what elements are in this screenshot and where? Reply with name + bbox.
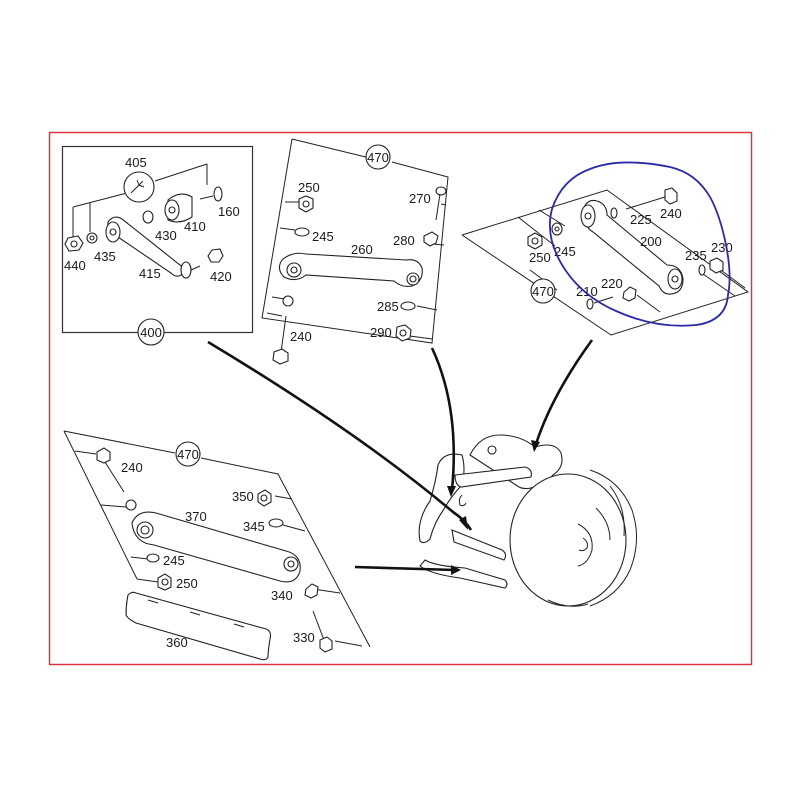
callout-470-right-label: 470: [532, 284, 554, 299]
part-240-bolt-r: [625, 187, 678, 210]
highlight-circle: [549, 161, 731, 327]
part-410-bushing: [164, 193, 193, 223]
label-245: 245: [312, 229, 334, 244]
label-415: 415: [139, 266, 161, 281]
label-250-b: 250: [176, 576, 198, 591]
part-washer: [282, 295, 294, 307]
part-245-washer-b: [146, 553, 160, 563]
pointer-arrows: [207, 339, 594, 575]
group-470-right: 225 240 200 250 245 235 230 210 220 470: [461, 161, 750, 336]
part-345-washer: [268, 518, 284, 528]
arrow-470-bottom: [354, 565, 456, 572]
part-370-arm: [131, 511, 301, 583]
label-250-r: 250: [529, 250, 551, 265]
label-230: 230: [711, 240, 733, 255]
part-340-plate: [304, 583, 319, 599]
brake-disc: [509, 473, 627, 607]
label-260: 260: [351, 242, 373, 257]
part-240-bolt-b: [96, 447, 125, 493]
label-360: 360: [166, 635, 188, 650]
label-285: 285: [377, 299, 399, 314]
label-330: 330: [293, 630, 315, 645]
group-470-top: 250 270 245 260 280 285 290 240 470: [261, 138, 449, 365]
label-245-r: 245: [554, 244, 576, 259]
part-washer-b: [125, 499, 137, 511]
part-230-nut: [709, 257, 724, 274]
callout-400-label: 400: [140, 325, 162, 340]
label-420: 420: [210, 269, 232, 284]
part-260-arm: [278, 252, 423, 287]
callout-470-top: [365, 144, 391, 170]
callout-470-right: [530, 278, 556, 304]
label-200: 200: [640, 234, 662, 249]
label-350: 350: [232, 489, 254, 504]
part-415-arm: [105, 216, 201, 279]
part-420-nut: [207, 248, 224, 263]
part-360-shield: [125, 591, 272, 661]
label-290: 290: [370, 325, 392, 340]
label-440: 440: [64, 258, 86, 273]
callout-470-bottom: [175, 441, 201, 467]
label-225: 225: [630, 212, 652, 227]
part-430-washer: [142, 210, 154, 224]
part-245-washer: [294, 227, 310, 237]
label-160: 160: [218, 204, 240, 219]
wrench-callout-icon: [123, 171, 155, 203]
label-410: 410: [184, 219, 206, 234]
callout-470-top-label: 470: [367, 150, 389, 165]
part-235-washer: [698, 264, 706, 276]
label-435: 435: [94, 249, 116, 264]
label-405: 405: [125, 155, 147, 170]
part-330-bolt: [312, 610, 333, 653]
part-285-washer: [400, 301, 416, 311]
label-370: 370: [185, 509, 207, 524]
part-280-plate: [423, 231, 439, 247]
label-250: 250: [298, 180, 320, 195]
callout-400: [137, 318, 165, 346]
label-270: 270: [409, 191, 431, 206]
label-430: 430: [155, 228, 177, 243]
part-270-bolt: [435, 186, 447, 221]
label-235: 235: [685, 248, 707, 263]
label-240-r: 240: [660, 206, 682, 221]
label-240: 240: [290, 329, 312, 344]
group-400: 405 160 410 430 440 435 415 420 400: [61, 145, 254, 346]
callout-470-bottom-label: 470: [177, 447, 199, 462]
arrow-470-right: [534, 339, 594, 445]
label-345: 345: [243, 519, 265, 534]
part-240-bolt-top: [272, 315, 289, 365]
label-245-b: 245: [163, 553, 185, 568]
label-280: 280: [393, 233, 415, 248]
arrow-470-top: [430, 347, 456, 491]
wheel-hub-assembly: [418, 434, 637, 607]
part-160-bolt: [199, 186, 223, 202]
wrench-icon: [130, 179, 145, 194]
diagram-frame: [48, 131, 753, 666]
label-340: 340: [271, 588, 293, 603]
part-225-washer: [610, 207, 618, 219]
label-240-b: 240: [121, 460, 143, 475]
label-220: 220: [601, 276, 623, 291]
part-200-arm: [580, 199, 684, 295]
group-470-bottom: 240 350 370 345 245 250 340 360 330 470: [63, 430, 371, 661]
part-220-plate: [622, 286, 637, 302]
